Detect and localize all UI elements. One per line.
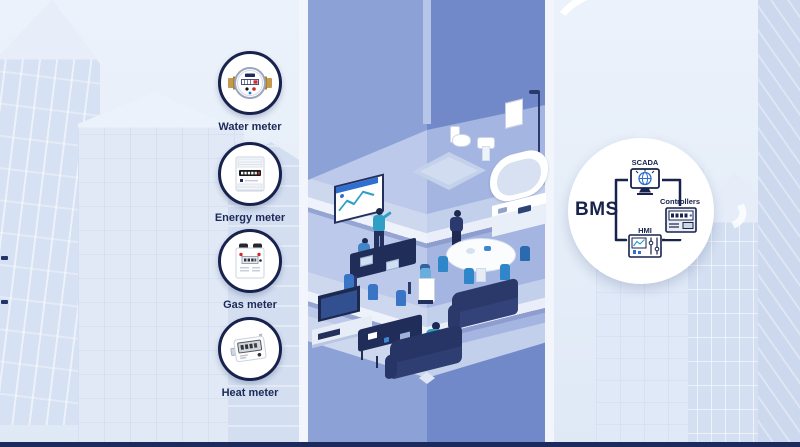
presentation-screen bbox=[334, 173, 384, 224]
scada-monitor-icon bbox=[628, 167, 662, 202]
water-meter-icon bbox=[218, 51, 282, 115]
chair bbox=[344, 274, 354, 290]
person-on-sofa-head bbox=[432, 322, 440, 330]
dining-kitchen-group bbox=[438, 192, 548, 288]
tower-top-right-face bbox=[427, 0, 545, 130]
bms-diagram: BMS SCADA Controllers bbox=[568, 138, 714, 284]
bathroom-cabinet bbox=[505, 98, 523, 129]
shower-head-icon bbox=[529, 90, 540, 94]
controllers-device-icon bbox=[665, 206, 697, 239]
background-building-far-right bbox=[758, 0, 800, 447]
water-cooler bbox=[418, 268, 435, 304]
chair bbox=[396, 290, 406, 306]
toilet-bowl bbox=[452, 134, 471, 147]
chair bbox=[500, 264, 510, 280]
meter-heat: Heat meter bbox=[202, 317, 298, 399]
meter-energy: Energy meter bbox=[202, 142, 298, 224]
heat-meter-icon bbox=[218, 317, 282, 381]
chair bbox=[520, 246, 530, 261]
chair bbox=[368, 284, 378, 300]
bms-title: BMS bbox=[575, 199, 619, 220]
controllers-label: Controllers bbox=[659, 197, 700, 206]
seated-person bbox=[358, 243, 370, 254]
ground-strip bbox=[0, 442, 800, 447]
sofa-front-group bbox=[385, 318, 466, 384]
meter-water: Water meter bbox=[202, 51, 298, 133]
chair bbox=[438, 256, 448, 272]
tower-base-corner-cap bbox=[419, 372, 435, 384]
window-accent bbox=[1, 300, 8, 304]
tower-left-outer-edge bbox=[299, 0, 308, 447]
standing-person-legs bbox=[452, 231, 461, 245]
standing-person bbox=[450, 217, 463, 232]
sink-pedestal bbox=[482, 146, 490, 161]
meter-label: Gas meter bbox=[223, 299, 277, 311]
cloud-swoosh-icon bbox=[540, 0, 690, 95]
chart-on-screen-icon bbox=[336, 177, 378, 212]
meter-gas: Gas meter bbox=[202, 229, 298, 311]
window-accent bbox=[1, 256, 8, 260]
sofa-armrest bbox=[385, 353, 397, 380]
gas-meter-icon bbox=[218, 229, 282, 293]
tower-right-outer-edge bbox=[545, 0, 554, 447]
shower-pole bbox=[538, 92, 540, 156]
energy-meter-icon bbox=[218, 142, 282, 206]
background-building-left bbox=[78, 92, 244, 447]
tower-corner-ridge bbox=[423, 0, 431, 124]
dining-table-pedestal bbox=[476, 268, 486, 282]
meter-label: Water meter bbox=[218, 121, 282, 133]
chair bbox=[464, 268, 474, 284]
hmi-panel-icon bbox=[628, 234, 662, 263]
laptop-icon bbox=[386, 258, 399, 271]
meter-label: Heat meter bbox=[221, 387, 279, 399]
meter-label: Energy meter bbox=[214, 212, 286, 224]
scada-label: SCADA bbox=[631, 158, 659, 167]
hmi-label: HMI bbox=[638, 226, 652, 235]
